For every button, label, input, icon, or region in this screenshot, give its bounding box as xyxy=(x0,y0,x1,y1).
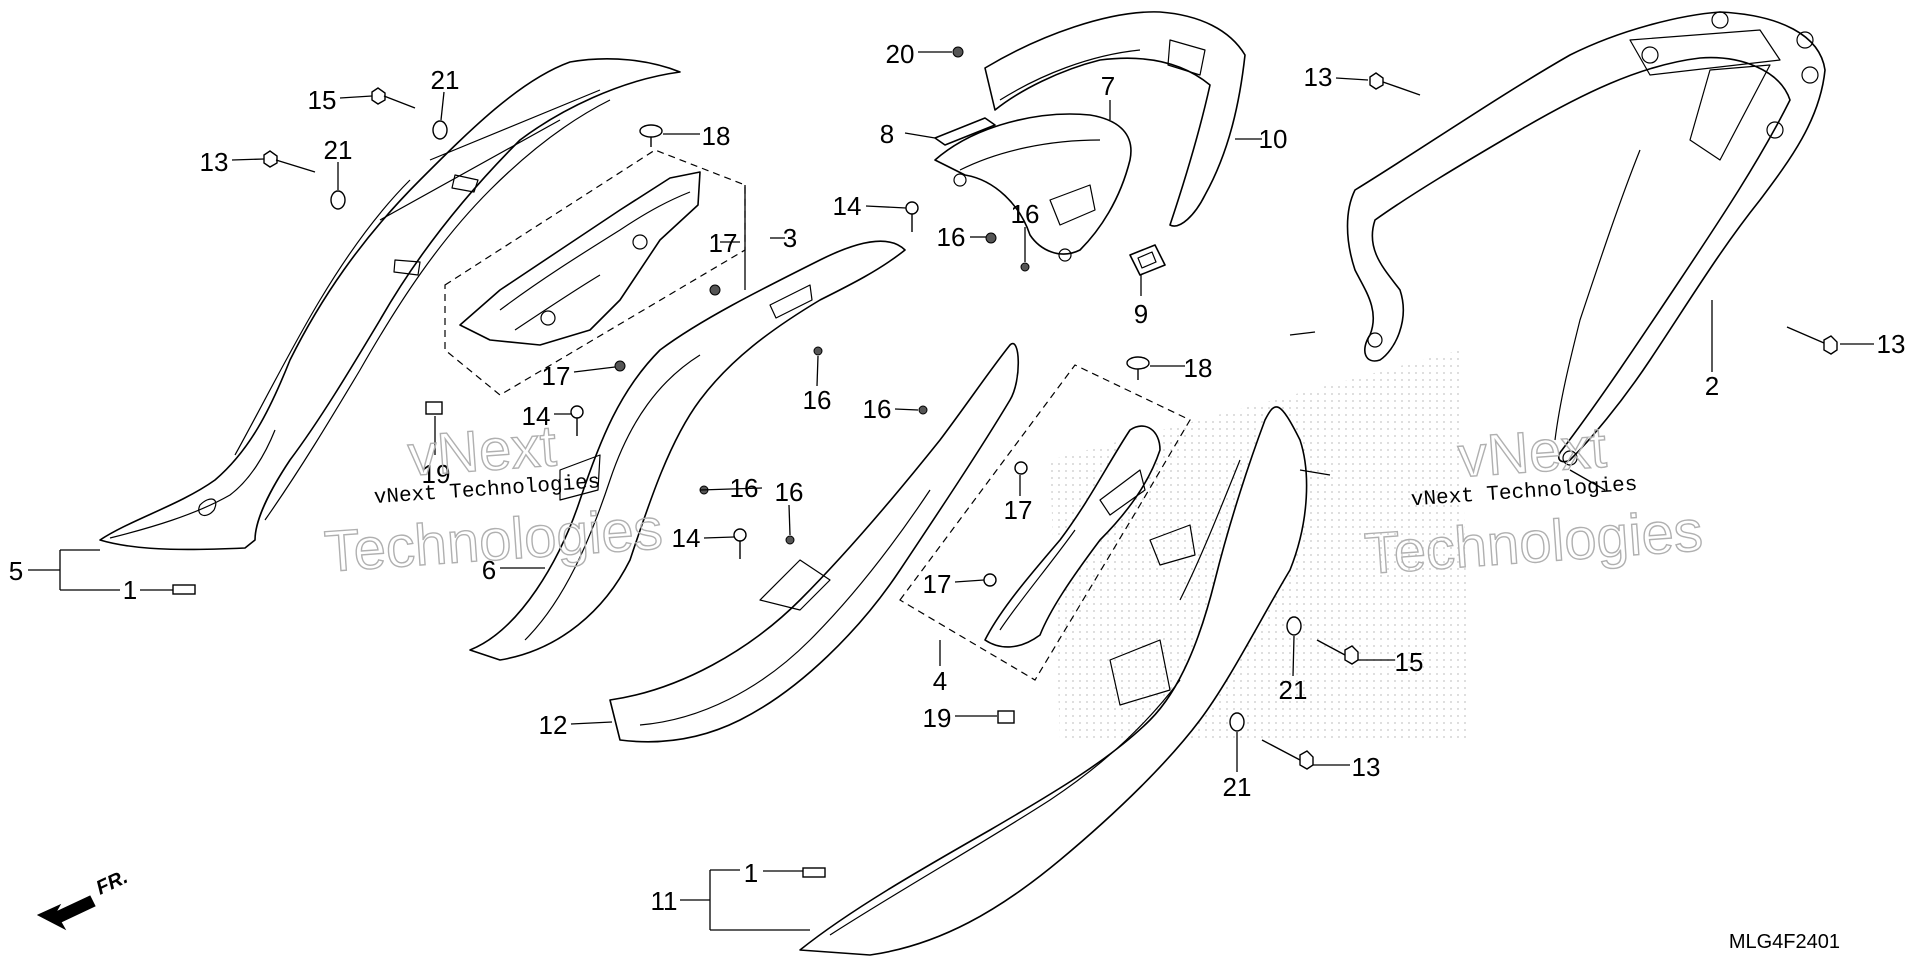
callout-16: 16 xyxy=(775,477,804,507)
part-10-tail-cover xyxy=(984,11,1246,227)
callout-16: 16 xyxy=(803,385,832,415)
part-5-left-side-cover xyxy=(99,58,681,551)
callout-9: 9 xyxy=(1134,299,1148,329)
callout-18: 18 xyxy=(702,121,731,151)
callout-20: 20 xyxy=(886,39,915,69)
callout-17: 17 xyxy=(923,569,952,599)
callout-14: 14 xyxy=(833,191,862,221)
callout-17: 17 xyxy=(542,361,571,391)
part-4-inner-bracket xyxy=(899,364,1191,681)
callout-15: 15 xyxy=(308,85,337,115)
callout-16: 16 xyxy=(863,394,892,424)
callout-5: 5 xyxy=(9,556,23,586)
callout-4: 4 xyxy=(933,666,947,696)
part-12-left-lower-rail xyxy=(609,342,1020,743)
callout-21: 21 xyxy=(1279,675,1308,705)
callout-21: 21 xyxy=(431,65,460,95)
callout-7: 7 xyxy=(1101,71,1115,101)
callout-19: 19 xyxy=(923,703,952,733)
callout-21: 21 xyxy=(1223,772,1252,802)
callout-17: 17 xyxy=(709,228,738,258)
part-7-tail-inner xyxy=(934,113,1132,262)
front-indicator: FR. xyxy=(36,866,131,931)
part-8-bracket xyxy=(934,117,996,146)
callout-1: 1 xyxy=(123,575,137,605)
part-11-right-side-cover xyxy=(799,406,1308,956)
callout-19: 19 xyxy=(422,459,451,489)
callout-10: 10 xyxy=(1259,124,1288,154)
callout-3: 3 xyxy=(783,223,797,253)
callout-14: 14 xyxy=(672,523,701,553)
part-2-grab-rail xyxy=(1346,11,1826,466)
callout-6: 6 xyxy=(482,555,496,585)
callout-18: 18 xyxy=(1184,353,1213,383)
callout-17: 17 xyxy=(1004,495,1033,525)
hardware xyxy=(172,46,1838,878)
callout-11: 11 xyxy=(651,886,678,916)
diagram-code: MLG4F2401 xyxy=(1729,931,1840,953)
callout-16: 16 xyxy=(730,473,759,503)
callout-15: 15 xyxy=(1395,647,1424,677)
callout-2: 2 xyxy=(1705,371,1719,401)
callout-8: 8 xyxy=(880,119,894,149)
callout-13: 13 xyxy=(200,147,229,177)
leader-lines xyxy=(28,51,1874,931)
callout-16: 16 xyxy=(1011,199,1040,229)
watermark-outline-top: vNext xyxy=(1456,415,1608,490)
part-9-clip xyxy=(1129,244,1166,276)
watermark-right: vNext Technologies vNext Technologies xyxy=(1362,414,1706,587)
callout-13: 13 xyxy=(1877,329,1906,359)
callout-14: 14 xyxy=(522,401,551,431)
callout-12: 12 xyxy=(539,710,568,740)
callout-21: 21 xyxy=(324,135,353,165)
callout-16: 16 xyxy=(937,222,966,252)
front-arrow-icon xyxy=(36,895,96,931)
watermark-outline-top: vNext xyxy=(406,413,558,488)
callout-13: 13 xyxy=(1304,62,1333,92)
callout-1: 1 xyxy=(744,858,758,888)
callout-13: 13 xyxy=(1352,752,1381,782)
front-label: FR. xyxy=(93,866,131,900)
part-6-left-inner-panel xyxy=(469,240,906,661)
